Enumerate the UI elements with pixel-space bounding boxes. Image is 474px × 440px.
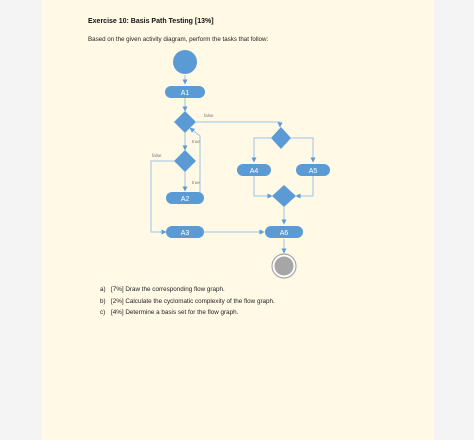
activity-a2-label: A2: [181, 196, 190, 203]
guard-false-label-2: false: [152, 153, 162, 158]
decision-node-3: [271, 127, 291, 149]
activity-a5-label: A5: [309, 168, 318, 175]
activity-a2: [166, 192, 204, 204]
decision-node-2: [174, 150, 196, 172]
document-page: [42, 0, 434, 440]
task-item: a) [7%] Draw the corresponding flow graph…: [100, 286, 275, 298]
task-marker: a): [100, 286, 106, 293]
final-node-inner: [274, 256, 294, 276]
task-text: [7%] Draw the corresponding flow graph.: [111, 286, 225, 293]
edge-d2-a3-false: [150, 160, 174, 235]
task-list: a) [7%] Draw the corresponding flow graph…: [100, 286, 275, 321]
edge-a5-d4: [295, 176, 314, 199]
activity-a6-label: A6: [280, 230, 289, 237]
activity-a1: [165, 86, 205, 98]
exercise-title: Exercise 10: Basis Path Testing [13%]: [88, 18, 214, 25]
edge-d3-a4: [251, 137, 271, 163]
activity-a3-label: A3: [181, 230, 190, 237]
activity-a1-label: A1: [181, 90, 190, 97]
guard-true-label-1: true: [192, 139, 200, 144]
activity-a4-label: A4: [250, 168, 259, 175]
start-node: [173, 50, 197, 74]
task-text: [2%] Calculate the cyclomatic complexity…: [111, 297, 275, 305]
activity-a5: [296, 164, 330, 176]
edge-a4-d4: [253, 176, 273, 199]
exercise-intro: Based on the given activity diagram, per…: [88, 36, 269, 43]
task-text: [4%] Determine a basis set for the flow …: [111, 309, 239, 316]
task-item: c) [4%] Determine a basis set for the flo…: [100, 309, 275, 321]
activity-a3: [166, 226, 204, 238]
edge-d3-a5: [291, 137, 316, 163]
edge-d1-d3-false: [196, 121, 283, 128]
activity-a4: [237, 164, 271, 176]
decision-node-1: [174, 111, 196, 133]
merge-node: [272, 185, 296, 207]
guard-false-label-1: false: [204, 113, 214, 118]
guard-true-label-2: true: [192, 180, 200, 185]
task-item: b) [2%] Calculate the cyclomatic complexi…: [100, 298, 275, 310]
task-marker: c): [100, 309, 106, 316]
task-marker: b): [100, 297, 106, 305]
activity-a6: [265, 226, 303, 238]
